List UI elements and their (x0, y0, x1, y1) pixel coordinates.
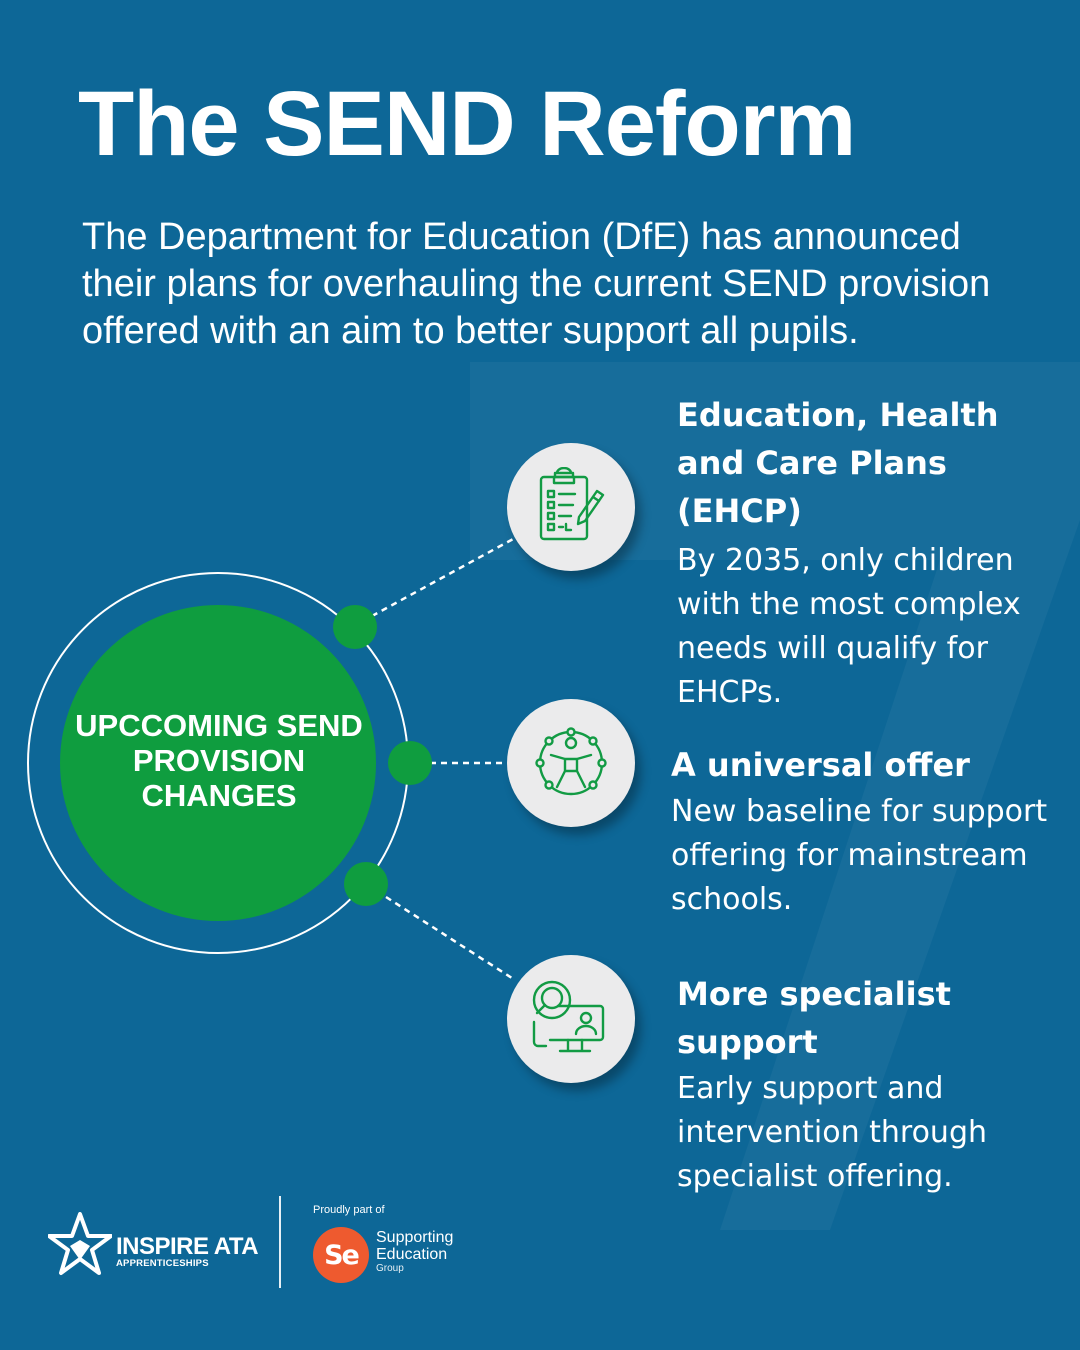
connector-line-3 (385, 895, 516, 982)
icon-badge-1 (507, 443, 635, 571)
item-title-ehcp: Education, Health and Care Plans (EHCP) (677, 396, 999, 530)
inspire-brand-name: INSPIRE ATA (116, 1233, 259, 1260)
se-brand-line-2: Education (376, 1246, 448, 1263)
footer-divider (279, 1196, 281, 1288)
center-hub-label: UPCCOMING SEND PROVISION CHANGES (75, 708, 363, 813)
supporting-education-logo: Se (313, 1227, 369, 1283)
connector-line-1 (371, 536, 516, 618)
inspire-brand-subtitle: APPRENTICESHIPS (116, 1258, 209, 1269)
se-brand-line-3: Group (376, 1263, 404, 1274)
item-desc-ehcp: By 2035, only children with the most com… (677, 543, 1021, 710)
connector-dot-2 (388, 741, 432, 785)
se-brand-line-1: Supporting (376, 1229, 454, 1246)
item-title-specialist: More specialist support (677, 975, 951, 1061)
page-title: The SEND Reform (78, 73, 856, 175)
item-desc-universal: New baseline for support offering for ma… (671, 794, 1048, 917)
center-hub (60, 605, 376, 921)
intro-paragraph: The Department for Education (DfE) has a… (82, 216, 991, 352)
item-title-universal: A universal offer (671, 746, 970, 784)
connector-dot-3 (344, 862, 388, 906)
connector-dot-1 (333, 605, 377, 649)
icon-badge-3 (507, 955, 635, 1083)
clipboard-checklist-icon (539, 467, 605, 541)
specialist-monitor-icon (532, 980, 605, 1053)
inspire-star-logo (48, 1212, 112, 1275)
universal-access-icon (535, 727, 607, 796)
proudly-part-of-label: Proudly part of (313, 1204, 385, 1216)
item-desc-specialist: Early support and intervention through s… (677, 1071, 988, 1194)
icon-badge-2 (507, 699, 635, 827)
